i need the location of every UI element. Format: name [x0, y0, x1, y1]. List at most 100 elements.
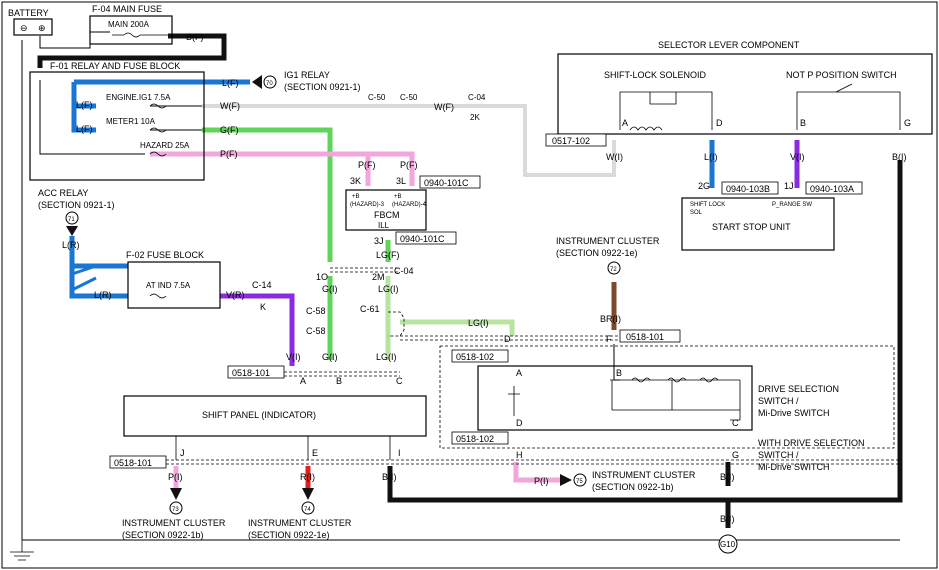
ss-sub2: P_RANGE SW	[772, 202, 812, 208]
ss-conn2: 0940-103A	[810, 184, 854, 194]
wire-a-label: W(I)	[606, 152, 623, 162]
wire-relay-thin	[39, 80, 202, 155]
instr75-arrow-icon	[560, 474, 572, 486]
conn-c50: C-50 C-50 W(F) C-04 2K	[368, 93, 486, 122]
ig1-text: IG1 RELAY	[284, 70, 330, 80]
wire-bi-i	[387, 466, 731, 528]
c14-label: C-14	[252, 280, 272, 290]
ground-wire-bottom: B(I)	[720, 514, 735, 524]
shift-pin-j: J	[180, 448, 185, 458]
fbcm-pin-right: 3L	[396, 176, 406, 186]
meter-fuse-icon	[149, 127, 167, 133]
drive-conn-top-box	[451, 349, 509, 363]
instr72-tag: 72	[610, 267, 617, 273]
conn0518-d-pin: D	[504, 334, 511, 344]
instr72-tag-circle	[607, 261, 621, 275]
c58-label1: C-58	[306, 306, 326, 316]
instr72-text: INSTRUMENT CLUSTER	[556, 236, 660, 246]
meter-out: G(F)	[220, 125, 239, 135]
shift-panel-box	[123, 395, 427, 437]
wire-vr	[220, 293, 295, 366]
instr73-tag: 73	[172, 507, 179, 513]
conn0518-f-box	[619, 329, 681, 343]
solenoid-label: SHIFT-LOCK SOLENOID	[604, 70, 707, 80]
shift-pin-i: I	[398, 448, 401, 458]
shift-panel: 0518-101 V(I) A B C SHIFT PANEL (INDICAT…	[109, 352, 900, 482]
f02-out-wire: V(R)	[226, 290, 245, 300]
relay-fuse-block: F-01 RELAY AND FUSE BLOCK L(F) 70 IG1 RE…	[29, 61, 361, 181]
fbcm-out-wire: LG(F)	[376, 250, 400, 260]
main-fuse: F-04 MAIN FUSE MAIN 200A B(F)	[89, 4, 204, 45]
drive-with3: Mi-Drive SWITCH	[758, 462, 830, 472]
f02-label: F-02 FUSE BLOCK	[126, 250, 204, 260]
drive-pin-b: B	[616, 368, 622, 378]
engine-fuse-icon	[149, 103, 167, 109]
drive-pin-a: A	[516, 368, 522, 378]
conn0518-f: 0518-101	[626, 332, 664, 342]
shift-conn-top: 0518-101	[232, 368, 270, 378]
instrument-75: P(I) 75 INSTRUMENT CLUSTER (SECTION 0922…	[534, 470, 696, 492]
shift-pin-b: B	[336, 376, 342, 386]
f02-box	[127, 261, 221, 309]
shift-conn-top-box	[227, 365, 285, 379]
shift-top-dash	[284, 371, 400, 377]
c58-wire: G(I)	[322, 352, 338, 362]
drive-switch-contacts	[611, 380, 740, 411]
fbcm-box	[345, 189, 427, 231]
instr75-text: INSTRUMENT CLUSTER	[592, 470, 696, 480]
drive-switch: 0518-102 A B D C DRIVE SELECTION SWITCH …	[439, 345, 895, 472]
fbcm-ill: ILL	[378, 221, 390, 230]
instr74-section: (SECTION 0922-1e)	[248, 530, 330, 540]
battery: BATTERY ⊖ ⊕	[8, 8, 53, 36]
f02-fuse: AT IND 7.5A	[146, 281, 191, 290]
selector-title: SELECTOR LEVER COMPONENT	[658, 40, 800, 50]
drive-with1: WITH DRIVE SELECTION	[758, 438, 865, 448]
c04-label: C-04	[394, 266, 414, 276]
wire-wf-inner	[202, 105, 615, 176]
c61-wire: LG(I)	[376, 352, 397, 362]
main-fuse-block-label: F-04 MAIN FUSE	[92, 4, 162, 14]
shift-pin-a: A	[300, 376, 306, 386]
c04-top-pin: 2K	[470, 113, 480, 122]
acc-relay: ACC RELAY (SECTION 0921-1) 71 L(R)	[38, 188, 115, 250]
battery-plus-icon: ⊕	[38, 23, 46, 33]
wire-lr-diag	[71, 264, 97, 292]
solenoid-coil-icon	[629, 126, 663, 131]
solenoid-loop	[619, 91, 713, 130]
acc-text: ACC RELAY	[38, 188, 88, 198]
fbcm-pin-bottom: 3J	[374, 236, 384, 246]
conn0518-f-dash	[400, 335, 620, 341]
c14-pin: K	[260, 302, 266, 312]
acc-arrow-icon	[66, 226, 78, 236]
f02-fuse-icon	[149, 293, 167, 299]
ss-sub1b: SOL	[690, 210, 703, 216]
c61-branch: LG(I)	[468, 318, 489, 328]
drive-led-icon	[508, 386, 520, 416]
drive-outer-dash	[439, 345, 895, 449]
c04-wire-g: G(I)	[322, 284, 338, 294]
relay-block-box	[29, 71, 205, 181]
instr73-section: (SECTION 0922-1b)	[122, 530, 204, 540]
c04-wire-lg: LG(I)	[378, 284, 399, 294]
c50-wire: W(F)	[434, 102, 454, 112]
engine-out: W(F)	[220, 101, 240, 111]
instr73-tag-circle	[169, 501, 183, 515]
fbcm-plus-right: +B	[394, 194, 402, 200]
drive-label3: Mi-Drive SWITCH	[758, 408, 830, 418]
instr74-tag-circle	[301, 501, 315, 515]
connectors-middle: 1O 2M C-04 G(I) LG(I) C-58 C-58 G(I) C-6…	[306, 266, 489, 362]
fbcm: P(F) P(F) 3K 3L 0940-101C +B +B (HAZARD)…	[345, 160, 481, 260]
notp-switch-icon	[835, 83, 853, 93]
shift-bottom-dash	[166, 459, 900, 465]
c61-bracket	[388, 311, 405, 337]
battery-label: BATTERY	[8, 8, 49, 18]
arrow-to-ig1-icon	[252, 75, 262, 89]
notp-label: NOT P POSITION SWITCH	[786, 70, 897, 80]
wire-g-label: B(I)	[892, 152, 907, 162]
drive-inner-box	[477, 365, 753, 431]
startstop-label: START STOP UNIT	[712, 222, 791, 232]
instr75-tag-circle	[573, 473, 587, 487]
fbcm-conn-bottom-box	[395, 231, 457, 245]
battery-box	[13, 18, 53, 36]
